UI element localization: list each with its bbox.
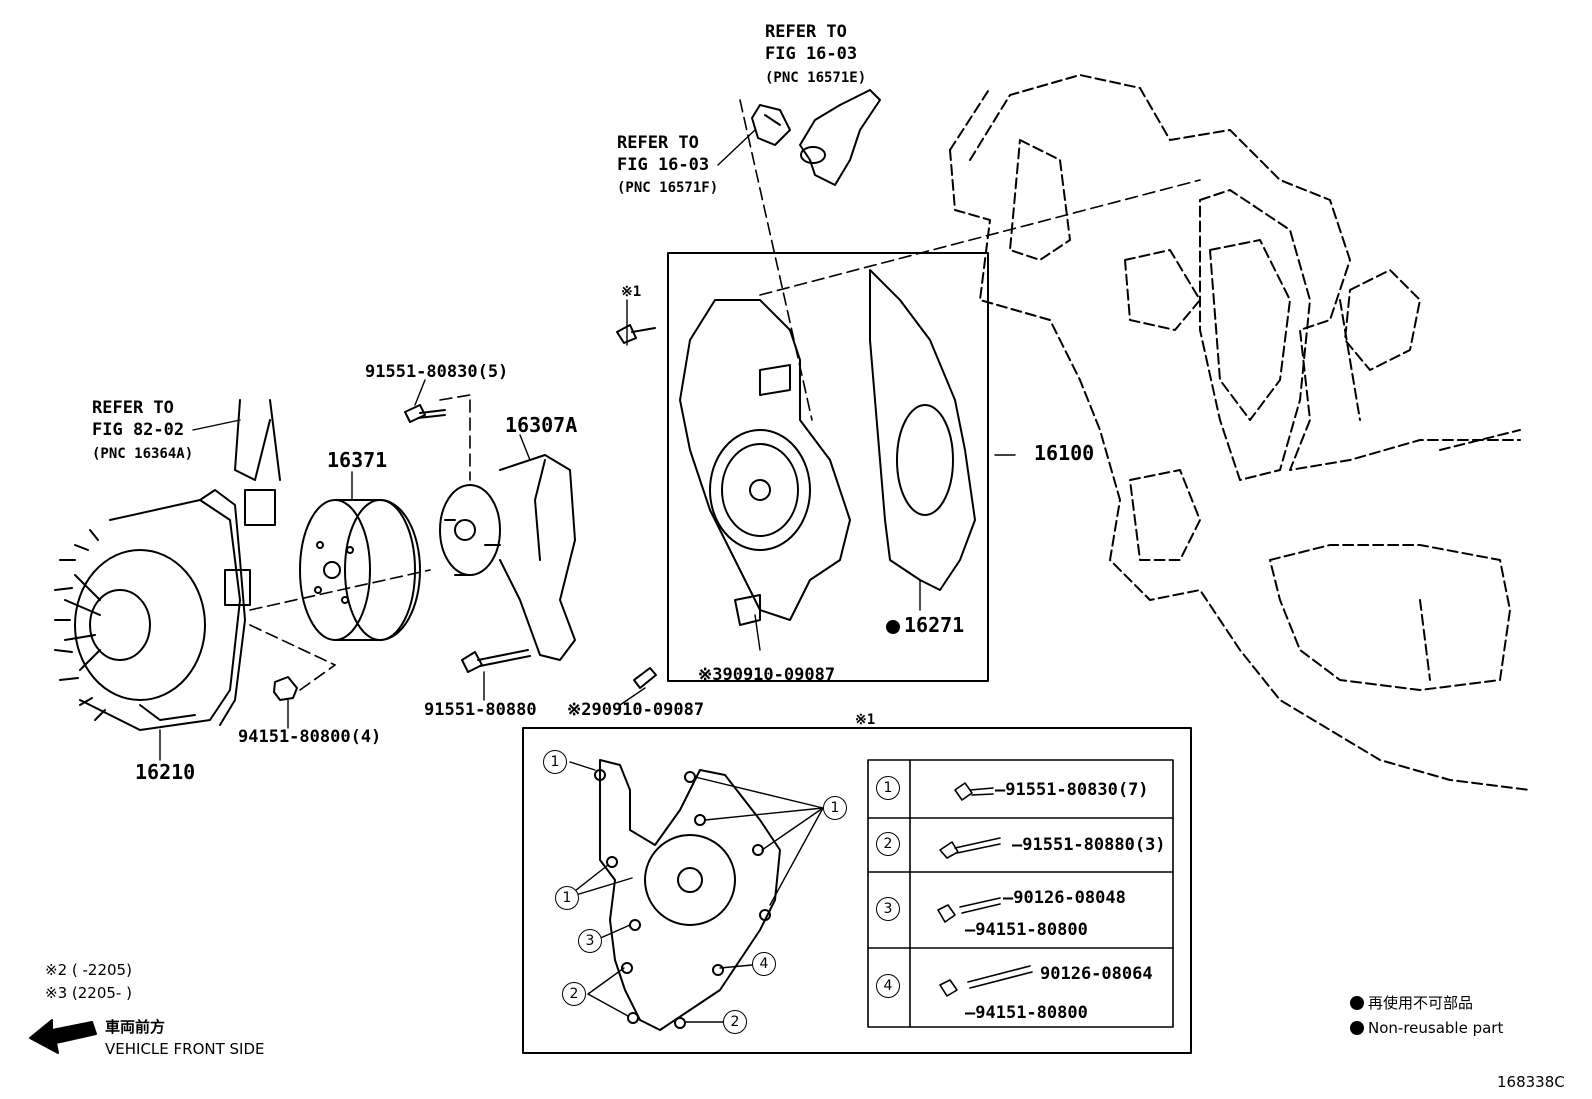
- table-row-1-num: 1: [876, 776, 900, 800]
- part-94151-80800-4: 94151-80800(4): [238, 727, 382, 747]
- part-16210: 16210: [135, 760, 196, 784]
- bolt-91551-80880: [461, 649, 531, 673]
- water-pump-assembly-box: [667, 252, 989, 682]
- table-row-3-part-a-text: 90126-08048: [1013, 888, 1126, 908]
- table-bolt-icons: [937, 782, 1033, 997]
- table-row-2-num: 2: [876, 832, 900, 856]
- part-note3-90910: ※390910-09087: [698, 665, 836, 685]
- part-16307a: 16307A: [505, 413, 578, 437]
- table-row-1-part: —91551-80830(7): [995, 780, 1149, 800]
- nut-94151-80800: [273, 676, 298, 701]
- table-row-1-part-text: 91551-80830(7): [1005, 780, 1149, 800]
- table-row-2-part: —91551-80880(3): [1012, 835, 1166, 855]
- engine-block-outline: [949, 74, 1531, 791]
- callout-3: 3: [578, 929, 602, 953]
- table-row-2-part-text: 91551-80880(3): [1022, 835, 1166, 855]
- fan-clutch: [54, 489, 251, 731]
- legend-en-text: Non-reusable part: [1368, 1019, 1504, 1037]
- table-row-4-part-a: 90126-08064: [1040, 964, 1153, 984]
- part-16271-text: 16271: [904, 613, 965, 637]
- front-arrow-icon: [29, 1019, 97, 1054]
- table-row-3-part-a: —90126-08048: [1003, 888, 1126, 908]
- part-16371: 16371: [327, 448, 388, 472]
- table-row-4-num: 4: [876, 974, 900, 998]
- legend-jp-text: 再使用不可部品: [1368, 994, 1474, 1012]
- refer-fig1603-e-l1: REFER TO: [765, 22, 847, 42]
- bolt-table-grid: [867, 759, 1174, 1028]
- refer-fig1603-f-l3: (PNC 16571F): [617, 180, 719, 196]
- callout-2-b: 2: [723, 1010, 747, 1034]
- refer-fig8202-l3: (PNC 16364A): [92, 446, 194, 462]
- part-note2-90910: ※290910-09087: [567, 700, 705, 720]
- callout-1-a: 1: [543, 750, 567, 774]
- callout-1-c: 1: [555, 886, 579, 910]
- callout-2-a: 2: [562, 982, 586, 1006]
- part-16100: 16100: [1034, 441, 1095, 465]
- refer-fig1603-e-l3: (PNC 16571E): [765, 70, 867, 86]
- part-91551-80880: 91551-80880: [424, 700, 537, 720]
- note1-mark: ※1: [621, 284, 642, 300]
- front-label-en: VEHICLE FRONT SIDE: [105, 1040, 265, 1058]
- refer-fig1603-f-l2: FIG 16-03: [617, 155, 710, 175]
- legend-dot-en: [1350, 1021, 1364, 1035]
- legend-dot-jp: [1350, 996, 1364, 1010]
- refer-fig8202-l1: REFER TO: [92, 398, 174, 418]
- upper-hose-clamp: [751, 104, 791, 146]
- refer-fig1603-e-l2: FIG 16-03: [765, 44, 858, 64]
- alignment-lines: [249, 99, 1201, 691]
- table-row-3-part-b-text: 94151-80800: [975, 920, 1088, 940]
- table-row-3-part-b: —94151-80800: [965, 920, 1088, 940]
- legend-jp: 再使用不可部品: [1350, 993, 1473, 1013]
- detail-box: [522, 727, 1192, 1054]
- pulley: [299, 499, 421, 641]
- footnote-2: ※2 ( -2205): [45, 961, 132, 979]
- upper-hose: [799, 89, 881, 186]
- refer-fig1603-f-l1: REFER TO: [617, 133, 699, 153]
- table-row-3-num: 3: [876, 897, 900, 921]
- stud-note2: [633, 667, 657, 689]
- front-label-jp: 車両前方: [105, 1018, 166, 1036]
- callout-1-b: 1: [823, 796, 847, 820]
- idler-bracket: [439, 454, 576, 661]
- legend-en: Non-reusable part: [1350, 1018, 1503, 1038]
- part-91551-80830-5: 91551-80830(5): [365, 362, 509, 382]
- refer-fig8202-l2: FIG 82-02: [92, 420, 185, 440]
- label-leaders: [159, 129, 1016, 761]
- detail-mark: ※1: [855, 712, 876, 728]
- bolt-91551-80830: [404, 404, 446, 423]
- figure-id: 168338C: [1497, 1073, 1565, 1091]
- water-pump: [679, 299, 851, 626]
- water-pump-gasket: [869, 269, 976, 591]
- shroud-connector: [234, 399, 281, 526]
- part-16271: 16271: [886, 615, 964, 635]
- table-row-4-part-b-text: 94151-80800: [975, 1003, 1088, 1023]
- non-reusable-dot: [886, 620, 900, 634]
- table-row-4-part-b: —94151-80800: [965, 1003, 1088, 1023]
- detail-pump-outline: [594, 759, 781, 1031]
- footnote-3: ※3 (2205- ): [45, 984, 132, 1002]
- callout-4: 4: [752, 952, 776, 976]
- stud-note1: [616, 324, 656, 344]
